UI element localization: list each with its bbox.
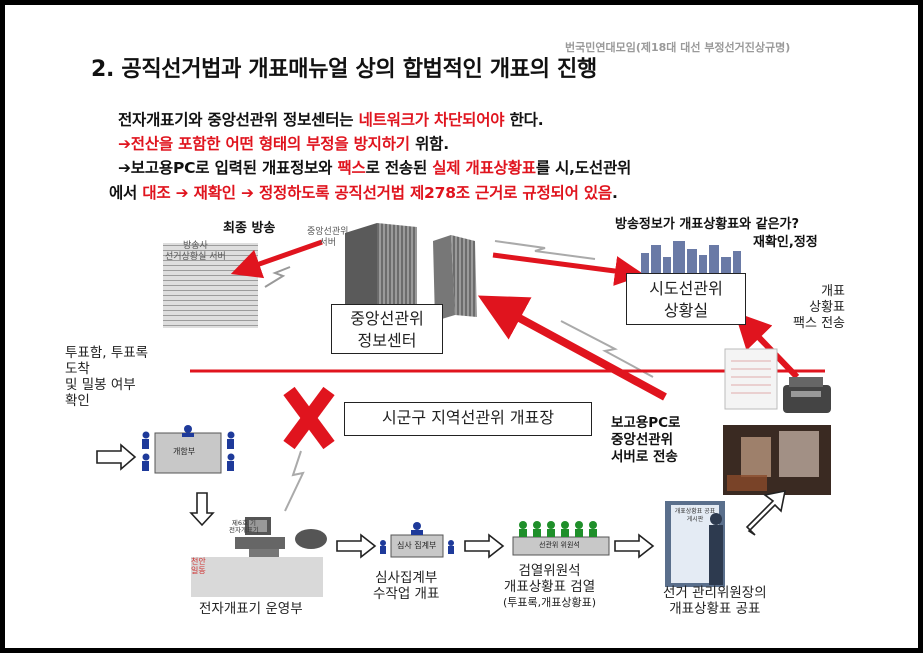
- verification-question: 방송정보가 개표상황표와 같은가?: [615, 216, 799, 233]
- step-machine-label: 전자개표기 운영부: [199, 601, 303, 617]
- step-review-label: 심사집계부 수작업 개표: [373, 570, 439, 602]
- slide: 번국민연대모임(제18대 대선 부정선거진상규명) 2. 공직선거법과 개표매뉴…: [5, 5, 918, 648]
- provincial-commission-box: 시도선관위 상황실: [626, 273, 746, 325]
- review-table-icon: [380, 522, 454, 557]
- review-table-label: 심사 집계부: [397, 541, 436, 551]
- step-commission-label: 검열위원석 개표상황표 검열 (투표록,개표상황표): [503, 563, 596, 611]
- blocked-x-icon: [289, 391, 329, 445]
- wireless-icon: [265, 267, 290, 287]
- ballot-arrival-label: 투표함, 투표록 도착 및 밀봉 여부 확인: [65, 345, 148, 409]
- hollow-arrow-icon: [615, 535, 653, 557]
- wireless-icon: [285, 451, 303, 511]
- city-building-icon: [641, 241, 741, 273]
- recheck-label: 재확인,정정: [753, 234, 818, 251]
- nec-info-center-box: 중앙선관위 정보센터: [331, 304, 443, 354]
- nec-server-label: 중앙선관위 서버: [307, 227, 348, 249]
- counting-machine-image: [191, 517, 327, 597]
- tally-sheet-image: [725, 349, 777, 409]
- commission-table-label: 선관위 위원석: [539, 541, 580, 550]
- reception-table-label: 개함부: [173, 447, 195, 457]
- fax-machine-icon: [783, 377, 831, 413]
- hollow-arrow-icon: [337, 535, 375, 557]
- center-to-provincial-arrow: [493, 255, 630, 273]
- fax-transmission-label: 개표 상황표 팩스 전송: [757, 284, 845, 332]
- counting-venue-box: 시군구 지역선관위 개표장: [344, 402, 592, 436]
- final-broadcast-label: 최종 방송: [223, 220, 275, 237]
- broadcaster-server-label: 방송사 선거상황실 서버: [165, 241, 226, 263]
- hollow-arrow-icon: [747, 491, 785, 535]
- hollow-arrow-icon: [191, 493, 213, 525]
- hollow-arrow-icon: [97, 445, 135, 469]
- step-announce-label: 선거 관리위원장의 개표상황표 공표: [663, 585, 767, 617]
- machine-sign: 제6호 기 전자개표기: [229, 520, 259, 534]
- hollow-arrow-icon: [465, 535, 503, 557]
- report-pc-label: 보고용PC로 중앙선관위 서버로 전송: [611, 415, 680, 466]
- machine-note: 천안 일동: [191, 557, 206, 575]
- board-text: 개표상황표 공표 게시판: [673, 508, 717, 524]
